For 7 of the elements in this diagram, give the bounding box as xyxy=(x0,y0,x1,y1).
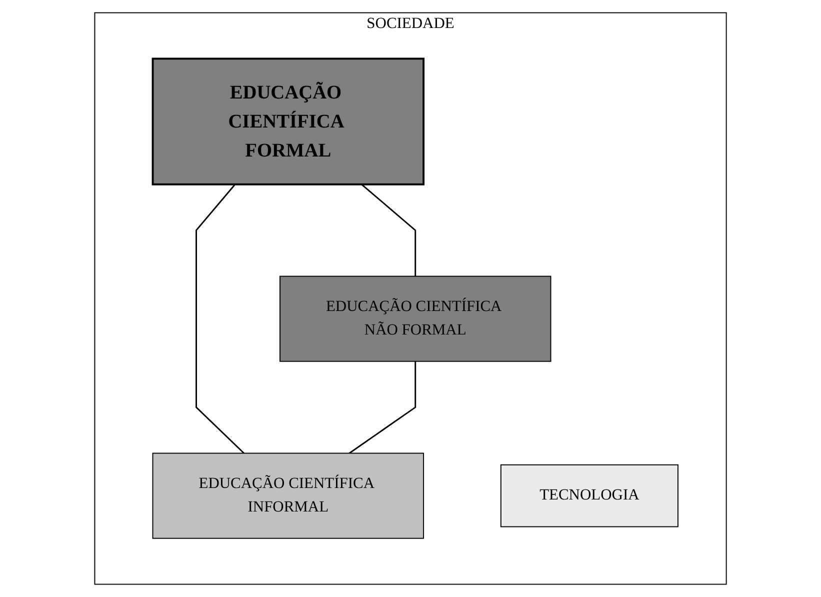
connector xyxy=(348,361,416,454)
node-box: EDUCAÇÃO CIENTÍFICA INFORMAL xyxy=(152,452,424,539)
node-box: EDUCAÇÃO CIENTÍFICA FORMAL xyxy=(152,58,424,186)
node-box: TECNOLOGIA xyxy=(500,464,678,528)
node-box: EDUCAÇÃO CIENTÍFICA NÃO FORMAL xyxy=(279,276,552,362)
connector xyxy=(361,184,416,276)
connector xyxy=(196,184,244,454)
